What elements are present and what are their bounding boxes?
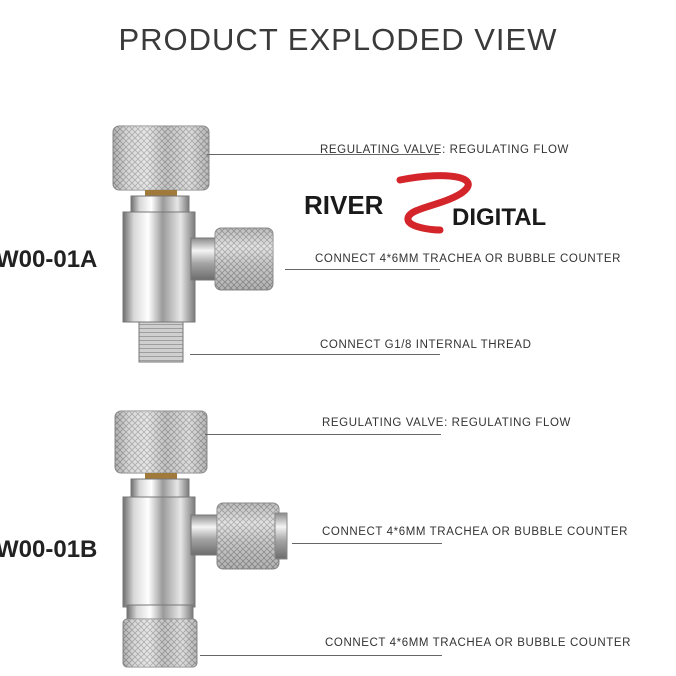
brand-logo: RIVER DIGITAL xyxy=(300,172,580,242)
leader-line xyxy=(200,655,442,656)
logo-swoosh xyxy=(396,172,472,234)
valve-b-image xyxy=(114,410,288,668)
valve-a-image xyxy=(112,125,274,363)
leader-line xyxy=(207,154,439,155)
model-label-b: W00-01B xyxy=(0,536,98,563)
label-b-valve: REGULATING VALVE: REGULATING FLOW xyxy=(322,417,571,429)
model-label-a: W00-01A xyxy=(0,246,98,273)
leader-line xyxy=(205,434,441,435)
label-b-port: CONNECT 4*6MM TRACHEA OR BUBBLE COUNTER xyxy=(322,526,629,538)
label-a-thread: CONNECT G1/8 INTERNAL THREAD xyxy=(320,339,532,351)
page-title: PRODUCT EXPLODED VIEW xyxy=(118,22,558,57)
label-a-valve: REGULATING VALVE: REGULATING FLOW xyxy=(320,144,569,156)
logo-word-river: RIVER xyxy=(304,190,384,220)
leader-line xyxy=(285,269,440,270)
label-b-bottom: CONNECT 4*6MM TRACHEA OR BUBBLE COUNTER xyxy=(325,637,632,649)
leader-line xyxy=(292,543,442,544)
logo-word-digital: DIGITAL xyxy=(452,204,547,231)
label-a-port: CONNECT 4*6MM TRACHEA OR BUBBLE COUNTER xyxy=(315,253,622,265)
leader-line xyxy=(190,354,440,355)
